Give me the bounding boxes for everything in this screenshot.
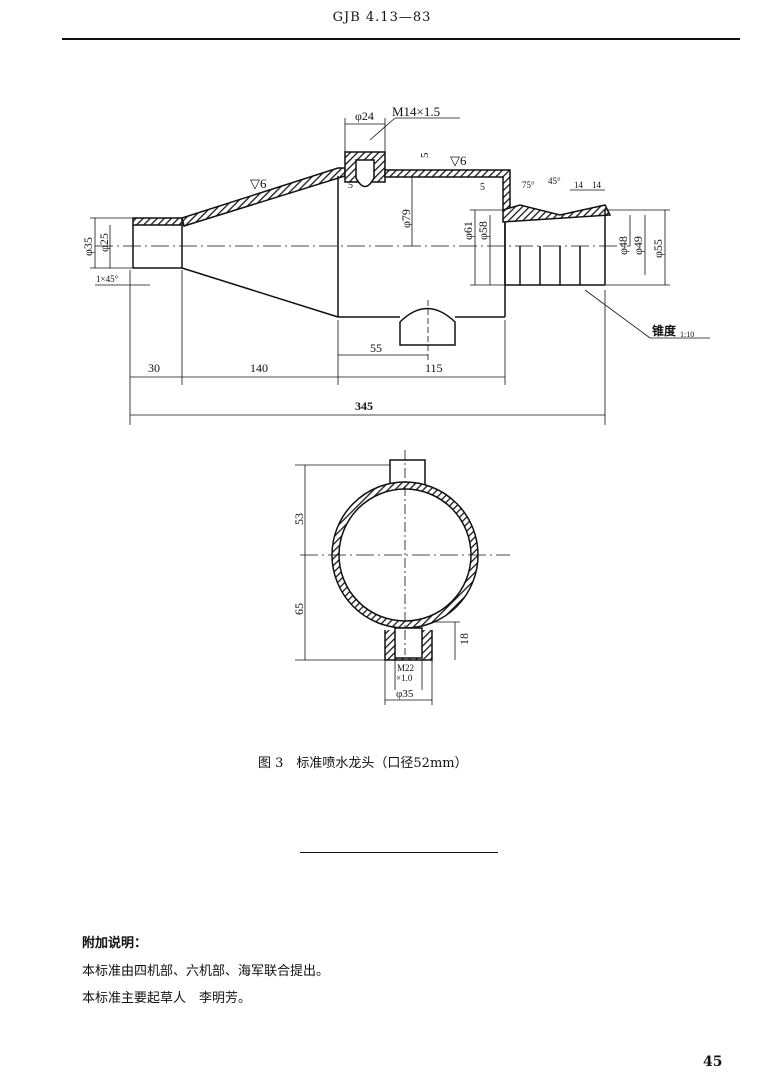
dim-phi25: φ25	[97, 233, 111, 252]
roughness-cone: ▽6	[250, 176, 267, 191]
dim-5-right: 5	[480, 182, 485, 193]
front-view: φ24 M14×1.5 ▽6 ▽6 5 5 5 75° 45° 14 14 φ3…	[81, 104, 710, 425]
thread-m22: M22	[397, 663, 414, 673]
dim-5-top: 5	[419, 152, 431, 158]
note-line-2: 本标准主要起草人 李明芳。	[82, 991, 252, 1006]
angle-45: 45°	[548, 176, 561, 186]
figure-caption: 图 3 标准喷水龙头（口径52mm）	[258, 756, 468, 771]
dim-18: 18	[457, 633, 471, 645]
dim-30: 30	[148, 361, 160, 375]
technical-drawing: φ24 M14×1.5 ▽6 ▽6 5 5 5 75° 45° 14 14 φ3…	[81, 104, 710, 705]
thread-m14: M14×1.5	[392, 104, 440, 119]
dim-phi48: φ48	[616, 236, 630, 255]
page-number: 45	[703, 1054, 723, 1070]
section-divider	[300, 852, 498, 853]
angle-75: 75°	[522, 180, 535, 190]
header-rule	[62, 38, 740, 40]
dim-phi55: φ55	[651, 239, 665, 258]
dim-phi61: φ61	[461, 221, 475, 240]
dim-phi35-section: φ35	[396, 688, 414, 700]
roughness-body: ▽6	[450, 153, 467, 168]
dim-345: 345	[355, 399, 373, 413]
dim-phi35: φ35	[81, 237, 95, 256]
taper-label: 锥度	[652, 323, 677, 338]
dim-phi79: φ79	[399, 209, 413, 228]
dim-53: 53	[292, 513, 306, 525]
dim-140: 140	[250, 361, 268, 375]
dim-55: 55	[370, 341, 382, 355]
thread-pitch: ×1.0	[396, 673, 413, 683]
notes-title: 附加说明：	[82, 936, 148, 951]
dim-5-boss: 5	[348, 180, 353, 191]
section-view: 53 65 18 M22 ×1.0 φ35	[292, 450, 510, 705]
dim-14a: 14	[574, 180, 584, 190]
dim-phi24: φ24	[355, 109, 374, 123]
standard-code-header: GJB 4.13—83	[332, 10, 432, 25]
taper-ratio: 1:10	[680, 330, 694, 339]
dim-phi58: φ58	[476, 221, 490, 240]
chamfer-dim: 1×45°	[96, 274, 119, 284]
dim-14b: 14	[592, 180, 602, 190]
dim-65: 65	[292, 603, 306, 615]
note-line-1: 本标准由四机部、六机部、海军联合提出。	[82, 964, 330, 979]
dim-115: 115	[425, 361, 443, 375]
dim-phi49: φ49	[631, 236, 645, 255]
